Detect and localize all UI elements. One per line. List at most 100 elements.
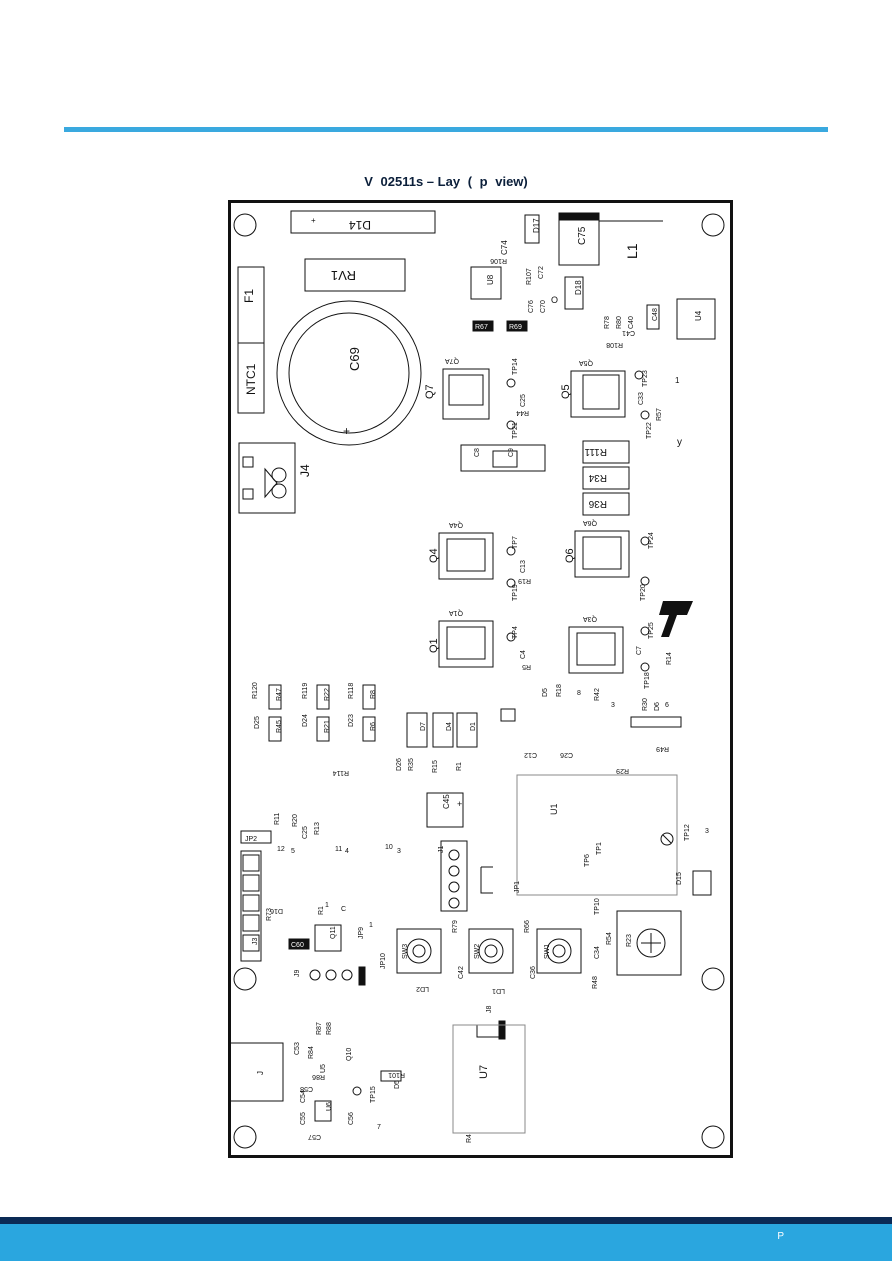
label-jp1: JP1	[514, 881, 521, 893]
label-r21: R21	[324, 720, 331, 733]
tp15-pad	[352, 1086, 362, 1096]
label-o: O	[551, 295, 558, 305]
sw2-button	[478, 938, 504, 964]
label-r54: R54	[606, 932, 613, 945]
r6-outline	[362, 716, 376, 742]
c60-pad	[288, 938, 310, 950]
label-d26: D26	[396, 758, 403, 771]
label-c72: C72	[538, 266, 545, 279]
label-c40: C40	[628, 316, 635, 329]
j1-pin	[448, 865, 460, 877]
j-outline	[231, 1042, 284, 1102]
label-ld2: LD2	[416, 985, 429, 992]
c48-outline	[646, 304, 660, 330]
j9-bar	[358, 966, 366, 986]
tp14-pad	[506, 378, 516, 388]
label-c60: C60	[291, 942, 304, 949]
label-d16: D16	[270, 907, 283, 914]
caption-part: 02511s – Lay	[380, 174, 461, 189]
label-r13: R13	[314, 822, 321, 835]
label-r4: R4	[466, 1134, 473, 1143]
label-c: C	[341, 906, 346, 913]
j9-pin	[341, 969, 353, 981]
j9-pin	[325, 969, 337, 981]
j1-pin	[448, 881, 460, 893]
j3-pin	[242, 874, 260, 892]
label-y: y	[677, 437, 682, 448]
label-pin-3b: 3	[397, 848, 401, 855]
r34-outline	[582, 466, 630, 490]
label-r108: R108	[606, 341, 623, 348]
label-c13: C13	[520, 560, 527, 573]
sw2-outline	[468, 928, 514, 974]
label-tp1: TP1	[596, 842, 603, 855]
label-c55: C55	[300, 1112, 307, 1125]
tp19-pad	[506, 578, 516, 588]
u7-outline	[452, 1024, 526, 1134]
label-tp4: TP4	[512, 626, 519, 639]
label-pin-8: 8	[577, 690, 581, 697]
r45-outline	[268, 716, 282, 742]
label-q7a: Q7A	[445, 357, 459, 364]
r8-outline	[362, 684, 376, 710]
j3-pin	[242, 934, 260, 952]
r111-outline	[582, 440, 630, 464]
j1-outline	[440, 840, 468, 912]
label-c53: C53	[294, 1042, 301, 1055]
tp23-pad	[634, 370, 644, 380]
label-d5b: D5	[394, 1080, 401, 1089]
caption-part: view)	[495, 174, 528, 189]
label-jp9: JP9	[358, 927, 365, 939]
label-c58: C58	[300, 1085, 313, 1092]
label-r88: R88	[326, 1022, 333, 1035]
q11-outline	[314, 924, 342, 952]
label-q4: Q4	[428, 548, 440, 563]
label-q5a: Q5A	[579, 359, 593, 366]
label-c45: C45	[442, 794, 451, 809]
caption-part: p	[479, 174, 488, 189]
label-tp22: TP22	[646, 422, 653, 439]
tp25-pad	[640, 626, 650, 636]
label-r78: R78	[604, 316, 611, 329]
label-r42: R42	[594, 688, 601, 701]
label-pin-4: 4	[345, 848, 349, 855]
f1-outline	[237, 266, 265, 344]
label-r67: R67	[475, 324, 488, 331]
sw3-button-center	[412, 944, 426, 958]
label-c45-plus: +	[457, 799, 462, 809]
label-c25: C25	[520, 394, 527, 407]
jp1-outline	[480, 866, 493, 894]
label-r114: R114	[333, 769, 349, 776]
c45-outline	[426, 792, 464, 828]
label-d7: D7	[420, 722, 427, 731]
j8-bar	[498, 1020, 506, 1040]
label-tp20: TP20	[640, 584, 647, 601]
label-r101: R101	[388, 1071, 405, 1078]
label-tp12: TP12	[684, 824, 691, 841]
d7-outline	[406, 712, 428, 748]
q4-outline	[438, 532, 494, 580]
label-c8: C8	[474, 448, 481, 457]
label-r48: R48	[592, 976, 599, 989]
label-c34: C34	[594, 946, 601, 959]
label-c69: C69	[347, 347, 362, 371]
label-ntc1: NTC1	[244, 363, 258, 395]
r47-outline	[268, 684, 282, 710]
q6-outline	[574, 530, 630, 578]
label-tp21: TP21	[512, 422, 519, 439]
mounting-hole	[233, 967, 257, 991]
j4-pad-round	[271, 483, 287, 499]
label-pin-12: 12	[277, 846, 285, 853]
caption-part: (	[467, 174, 473, 189]
tp4-pad	[506, 632, 516, 642]
label-c4: C4	[520, 650, 527, 659]
d4-outline	[432, 712, 454, 748]
c9-pad	[492, 450, 518, 468]
label-r34: R34	[588, 472, 607, 483]
label-r84: R84	[308, 1046, 315, 1059]
label-r22: R22	[324, 688, 331, 701]
label-d5: D5	[542, 688, 549, 697]
mounting-hole	[701, 967, 725, 991]
sw1-button	[546, 938, 572, 964]
d18-outline	[564, 276, 584, 310]
